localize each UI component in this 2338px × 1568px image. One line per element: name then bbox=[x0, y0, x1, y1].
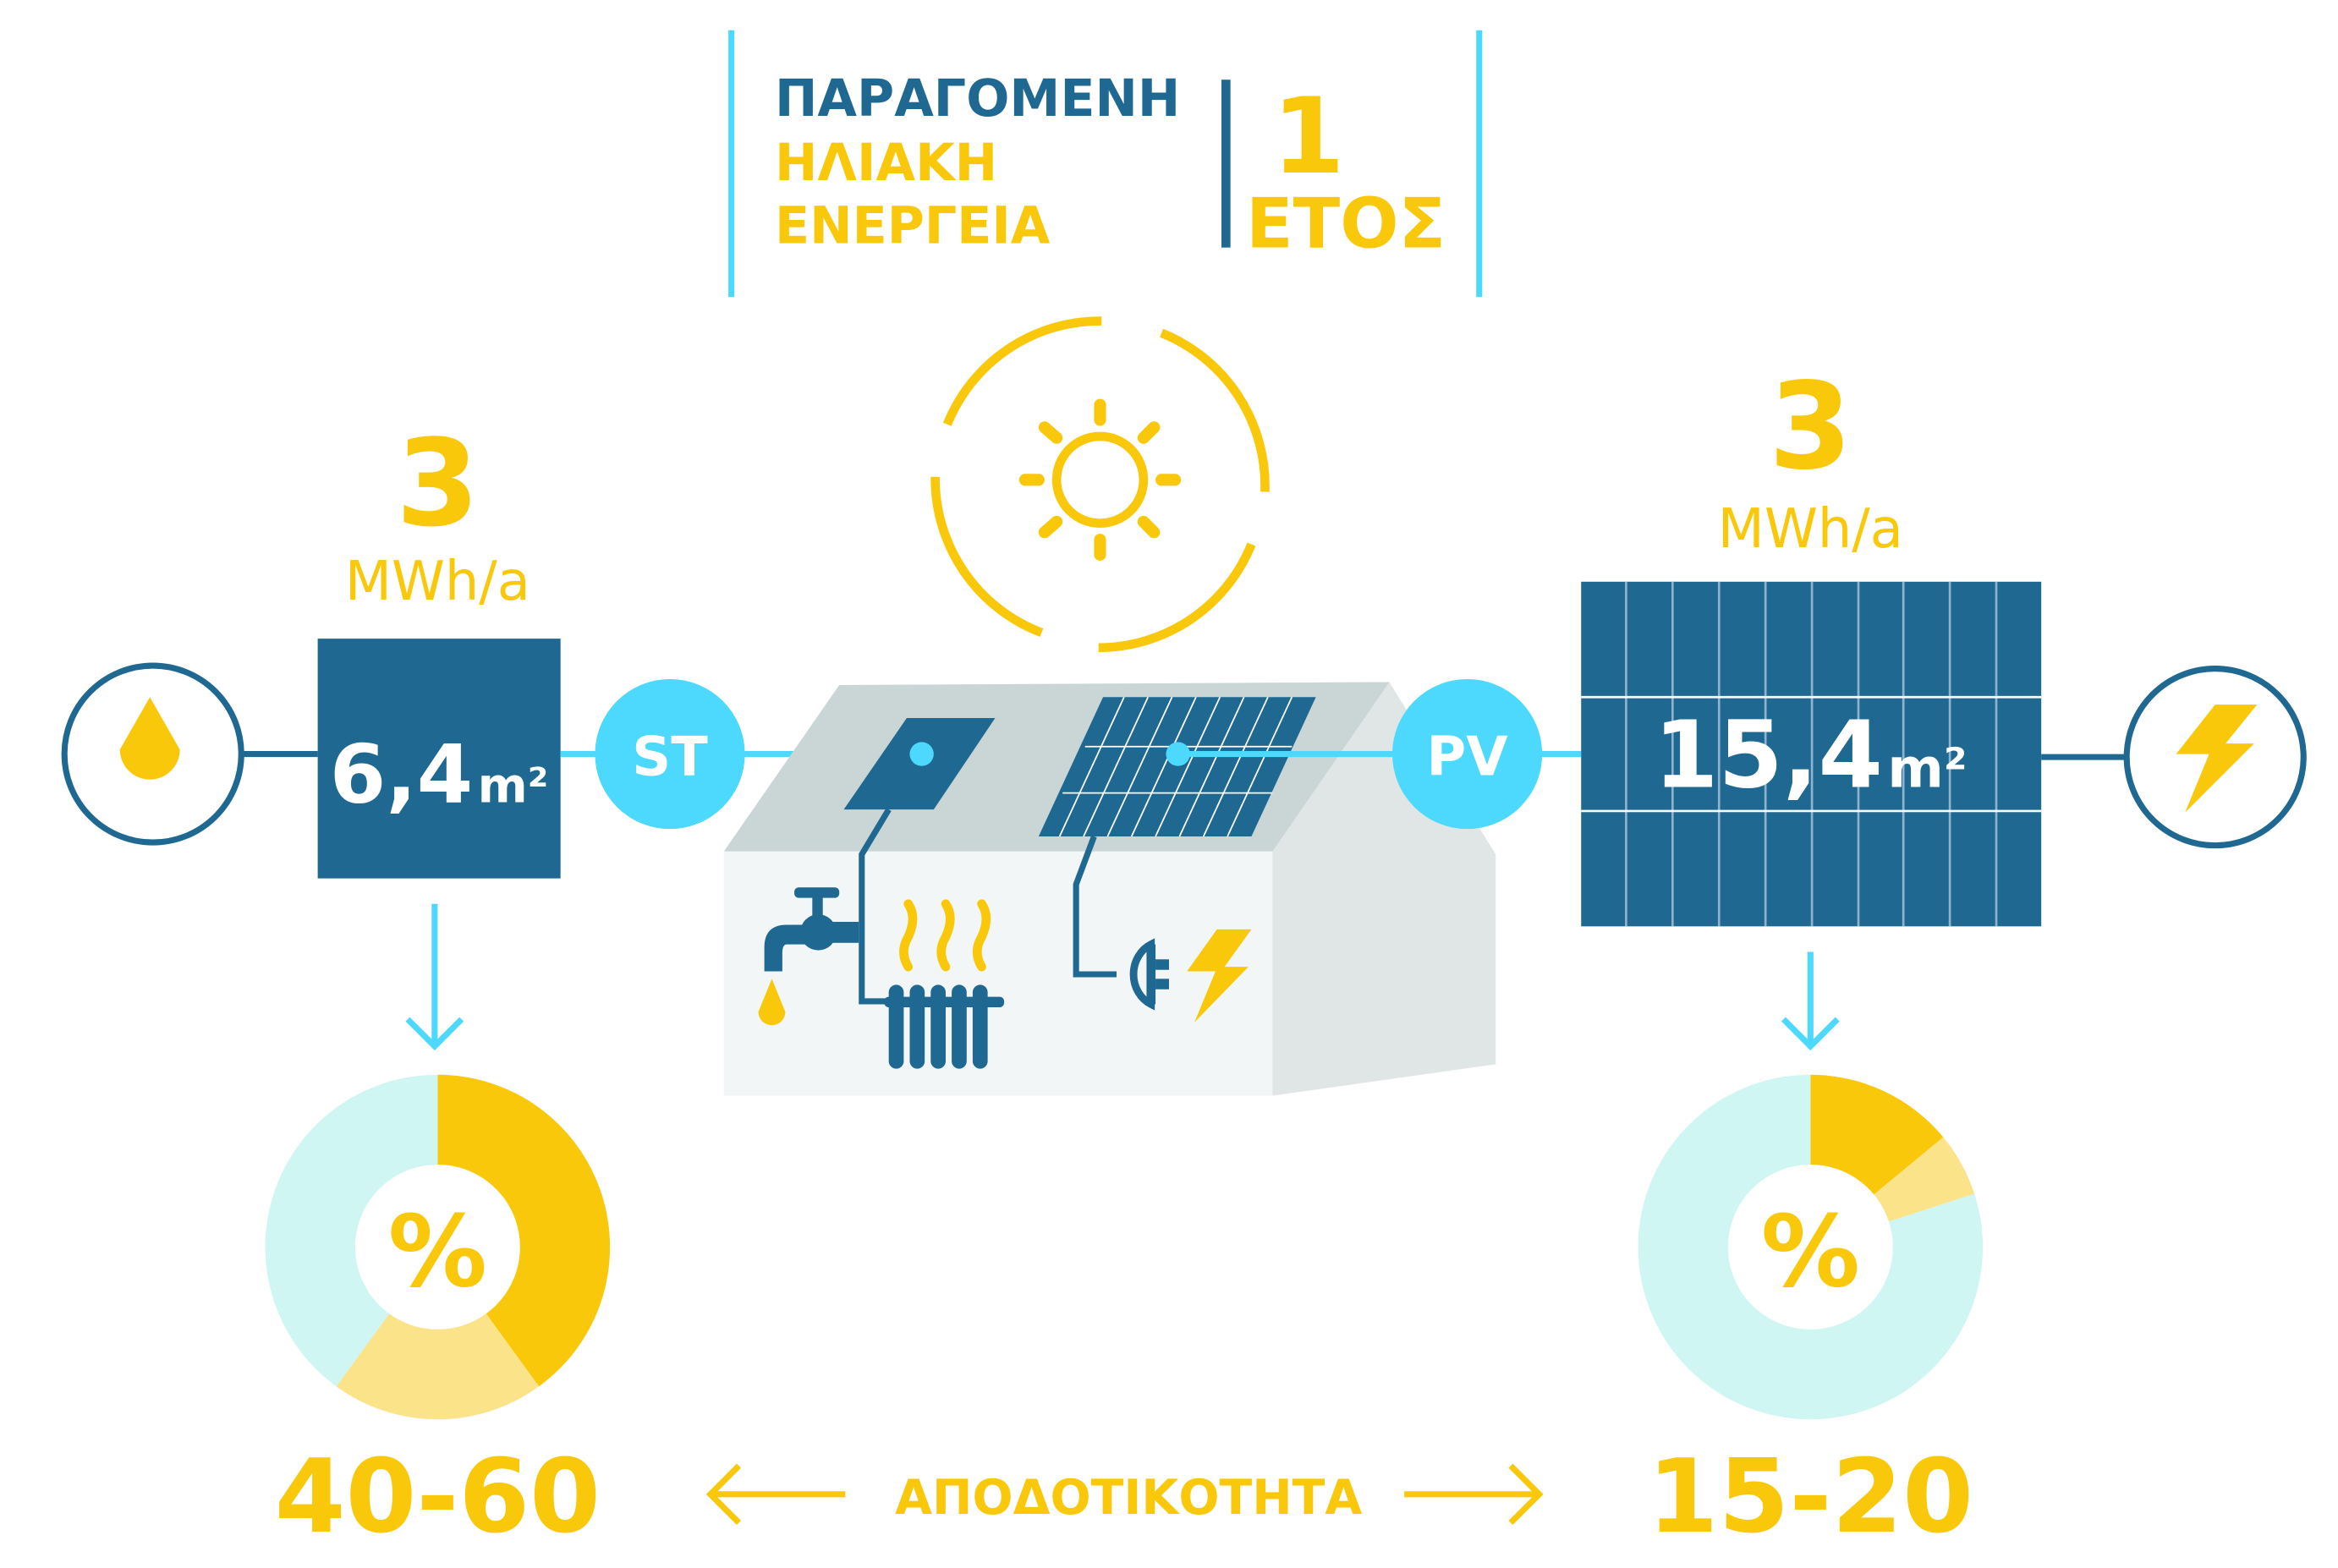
st-energy-value: 3 bbox=[396, 414, 480, 553]
right-arrow-icon bbox=[1404, 1463, 1544, 1526]
st-energy-unit: MWh/a bbox=[345, 551, 530, 613]
st-badge-label: ST bbox=[632, 726, 708, 788]
heat-waves-icon bbox=[899, 899, 991, 972]
pv-module-box bbox=[1581, 581, 2042, 927]
pv-area-unit: m² bbox=[1887, 738, 1967, 801]
pie-slice-light-cyan bbox=[265, 1074, 438, 1387]
period-unit: ΕΤΟΣ bbox=[1246, 184, 1446, 265]
st-badge bbox=[595, 678, 745, 830]
pv-area-value: 15,4 bbox=[1654, 701, 1883, 809]
st-percent-icon: % bbox=[388, 1194, 487, 1310]
plug-icon bbox=[1129, 938, 1169, 1011]
st-area-unit: m² bbox=[478, 758, 549, 814]
title-line3: ΕΝΕΡΓΕΙΑ bbox=[775, 196, 1051, 255]
title-line2: ΗΛΙΑΚΗ bbox=[775, 134, 997, 193]
title-line1: ΠΑΡΑΓΟΜΕΝΗ bbox=[775, 69, 1180, 129]
pv-badge bbox=[1391, 678, 1543, 830]
house-illustration bbox=[723, 682, 1496, 1096]
st-area-value: 6,4 bbox=[330, 726, 473, 821]
pv-badge-label: PV bbox=[1427, 726, 1509, 788]
sun-cycle-icon bbox=[930, 316, 1270, 653]
st-down-arrow-icon bbox=[405, 903, 464, 1051]
pie-slice-light-yellow bbox=[336, 1247, 540, 1420]
radiator-icon bbox=[884, 984, 1005, 1069]
left-arrow-icon bbox=[705, 1463, 846, 1526]
electricity-lightning-icon bbox=[2176, 705, 2258, 813]
period-number: 1 bbox=[1272, 76, 1345, 198]
water-drop-icon bbox=[119, 697, 180, 780]
st-efficiency-value: 40-60 bbox=[275, 1438, 601, 1556]
divider-left bbox=[728, 30, 735, 298]
efficiency-label: ΑΠΟΔΟΤΙΚΟΤΗΤΑ bbox=[895, 1470, 1362, 1526]
drop-icon bbox=[758, 979, 786, 1026]
st-efficiency-pie bbox=[265, 1074, 611, 1420]
divider-middle bbox=[1221, 79, 1231, 248]
pv-efficiency-value: 15-20 bbox=[1648, 1438, 1973, 1556]
pie-slice-yellow bbox=[437, 1074, 611, 1387]
lightning-icon bbox=[1187, 929, 1252, 1022]
st-collector-box bbox=[317, 639, 561, 879]
pv-down-arrow-icon bbox=[1781, 951, 1840, 1051]
divider-right bbox=[1476, 30, 1483, 298]
faucet-icon bbox=[764, 887, 859, 972]
pv-percent-icon: % bbox=[1761, 1194, 1860, 1310]
pv-energy-unit: MWh/a bbox=[1718, 498, 1903, 561]
pv-energy-value: 3 bbox=[1769, 357, 1852, 496]
